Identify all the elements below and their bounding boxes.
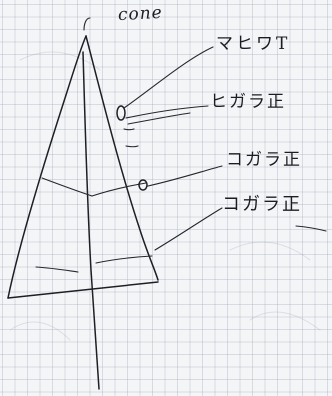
ghost-stroke [9,321,71,341]
leader-line-2 [125,105,209,119]
bird-marker [116,105,126,121]
tree-right-edge [85,35,159,281]
bird-marker [138,179,148,191]
label-kogara-upper: コガラ正 [226,150,302,170]
branch-line [41,177,93,197]
leader-line-4 [154,207,223,251]
ghost-stroke [249,311,321,331]
branch-line [95,255,153,264]
leader-line-1 [123,46,214,109]
leader-line-3 [147,165,223,187]
ghost-stroke [19,51,101,71]
branch-line [91,182,147,197]
tree-base [7,281,159,299]
branch-tick [125,145,139,148]
leader-line-2b [127,112,191,125]
label-underline [295,225,327,232]
ghost-stroke [229,241,311,261]
label-kogara-lower: コガラ正 [222,194,302,215]
leader-cone [83,17,91,31]
branch-tick [123,128,135,131]
label-cone: cone [117,2,164,26]
label-higara: ヒガラ正 [210,92,286,112]
branch-line [35,266,79,273]
label-mahiwa: マヒワT [216,34,291,54]
tree-left-edge [7,35,87,299]
tree-trunk [82,51,100,390]
